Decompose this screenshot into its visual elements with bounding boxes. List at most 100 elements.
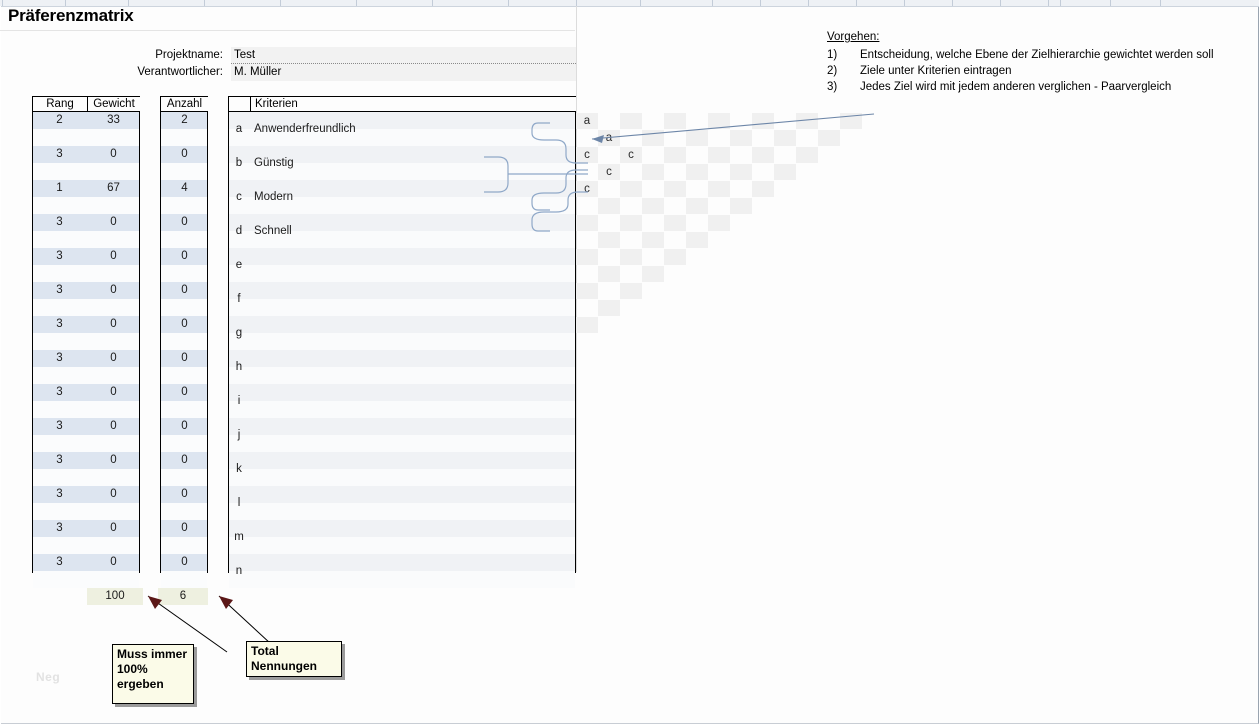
weight-cell[interactable]: 0: [110, 556, 117, 568]
criteria-letter[interactable]: e: [235, 259, 243, 271]
matrix-cell[interactable]: [598, 164, 620, 180]
matrix-cell[interactable]: [642, 266, 664, 282]
weight-cell[interactable]: 0: [110, 250, 117, 262]
rank-cell[interactable]: 3: [56, 556, 63, 568]
criteria-name[interactable]: Schnell: [254, 225, 292, 237]
matrix-cell[interactable]: [664, 215, 686, 231]
matrix-cell[interactable]: [730, 198, 752, 214]
matrix-cell[interactable]: [664, 113, 686, 129]
matrix-cell[interactable]: [796, 113, 818, 129]
count-cell[interactable]: 0: [181, 148, 188, 160]
criteria-letter[interactable]: l: [237, 497, 241, 509]
matrix-cell[interactable]: [620, 113, 642, 129]
rank-cell[interactable]: 1: [56, 182, 63, 194]
matrix-cell[interactable]: [708, 113, 730, 129]
rank-cell[interactable]: 3: [56, 148, 63, 160]
count-cell[interactable]: 0: [181, 454, 188, 466]
weight-cell[interactable]: 0: [110, 284, 117, 296]
weight-cell[interactable]: 0: [110, 318, 117, 330]
criteria-letter[interactable]: a: [235, 123, 243, 135]
matrix-cell[interactable]: [620, 215, 642, 231]
matrix-cell[interactable]: [576, 249, 598, 265]
count-cell[interactable]: 0: [181, 352, 188, 364]
matrix-cell[interactable]: [576, 283, 598, 299]
matrix-cell[interactable]: [576, 266, 598, 282]
weight-cell[interactable]: 0: [110, 420, 117, 432]
weight-cell[interactable]: 67: [107, 182, 120, 194]
rank-cell[interactable]: 3: [56, 522, 63, 534]
weight-cell[interactable]: 0: [110, 216, 117, 228]
count-cell[interactable]: 0: [181, 250, 188, 262]
count-cell[interactable]: 4: [181, 182, 188, 194]
weight-cell[interactable]: 0: [110, 522, 117, 534]
matrix-cell[interactable]: [752, 113, 774, 129]
criteria-letter[interactable]: i: [237, 395, 241, 407]
matrix-value[interactable]: c: [584, 149, 590, 161]
matrix-cell[interactable]: [664, 181, 686, 197]
matrix-cell[interactable]: [708, 147, 730, 163]
criteria-letter[interactable]: n: [235, 565, 243, 577]
matrix-cell[interactable]: [598, 266, 620, 282]
criteria-letter[interactable]: m: [234, 531, 244, 543]
matrix-cell[interactable]: [620, 147, 642, 163]
rank-cell[interactable]: 3: [56, 216, 63, 228]
matrix-cell[interactable]: [752, 181, 774, 197]
matrix-cell[interactable]: [752, 147, 774, 163]
rank-cell[interactable]: 3: [56, 454, 63, 466]
matrix-cell[interactable]: [598, 300, 620, 316]
matrix-cell[interactable]: [642, 198, 664, 214]
matrix-cell[interactable]: [708, 181, 730, 197]
count-cell[interactable]: 0: [181, 216, 188, 228]
matrix-cell[interactable]: [576, 300, 598, 316]
count-cell[interactable]: 0: [181, 386, 188, 398]
matrix-cell[interactable]: [664, 249, 686, 265]
matrix-cell[interactable]: [620, 283, 642, 299]
rank-cell[interactable]: 2: [56, 114, 63, 126]
matrix-cell[interactable]: [620, 266, 642, 282]
criteria-name[interactable]: Modern: [254, 191, 293, 203]
matrix-cell[interactable]: [642, 232, 664, 248]
rank-cell[interactable]: 3: [56, 250, 63, 262]
criteria-letter[interactable]: j: [237, 429, 241, 441]
rank-cell[interactable]: 3: [56, 386, 63, 398]
matrix-cell[interactable]: [664, 147, 686, 163]
weight-cell[interactable]: 0: [110, 454, 117, 466]
rank-cell[interactable]: 3: [56, 284, 63, 296]
criteria-letter[interactable]: b: [235, 157, 243, 169]
count-cell[interactable]: 0: [181, 522, 188, 534]
matrix-cell[interactable]: [686, 164, 708, 180]
matrix-cell[interactable]: [598, 198, 620, 214]
matrix-cell[interactable]: [620, 249, 642, 265]
criteria-letter[interactable]: h: [235, 361, 243, 373]
matrix-cell[interactable]: [576, 215, 598, 231]
matrix-cell[interactable]: [620, 181, 642, 197]
weight-cell[interactable]: 0: [110, 386, 117, 398]
matrix-cell[interactable]: [576, 317, 598, 333]
count-cell[interactable]: 2: [181, 114, 188, 126]
criteria-letter[interactable]: d: [235, 225, 243, 237]
matrix-cell[interactable]: [598, 283, 620, 299]
criteria-letter[interactable]: c: [236, 191, 242, 203]
matrix-cell[interactable]: [730, 164, 752, 180]
count-cell[interactable]: 0: [181, 488, 188, 500]
matrix-value[interactable]: a: [583, 115, 591, 127]
count-cell[interactable]: 0: [181, 556, 188, 568]
matrix-value[interactable]: c: [584, 183, 590, 195]
criteria-name[interactable]: Günstig: [254, 157, 294, 169]
count-cell[interactable]: 0: [181, 318, 188, 330]
matrix-cell[interactable]: [796, 147, 818, 163]
weight-cell[interactable]: 0: [110, 148, 117, 160]
criteria-letter[interactable]: g: [235, 327, 243, 339]
project-name-value[interactable]: Test: [231, 47, 576, 64]
matrix-cell[interactable]: [686, 232, 708, 248]
matrix-cell[interactable]: [686, 130, 708, 146]
criteria-letter[interactable]: k: [236, 463, 242, 475]
count-cell[interactable]: 0: [181, 420, 188, 432]
matrix-value[interactable]: c: [628, 149, 634, 161]
matrix-cell[interactable]: [774, 164, 796, 180]
weight-cell[interactable]: 33: [107, 114, 120, 126]
rank-cell[interactable]: 3: [56, 420, 63, 432]
matrix-cell[interactable]: [730, 130, 752, 146]
rank-cell[interactable]: 3: [56, 352, 63, 364]
matrix-cell[interactable]: [576, 181, 598, 197]
